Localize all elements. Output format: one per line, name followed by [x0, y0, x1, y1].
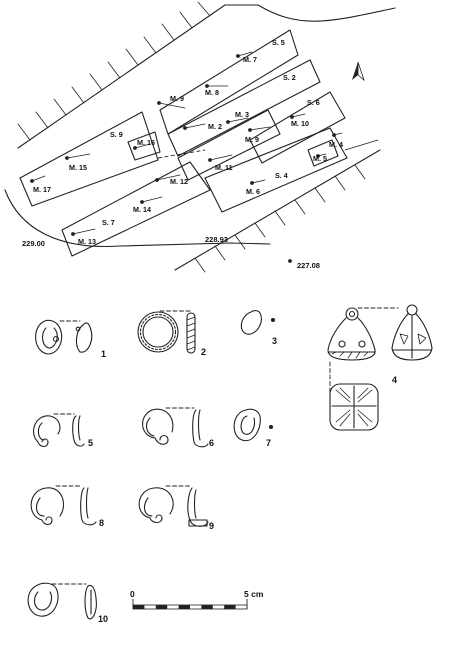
grave-label: M. 7	[243, 55, 257, 64]
object-label: 2	[201, 347, 206, 357]
object-label: 3	[272, 336, 277, 346]
object-label: 10	[98, 614, 108, 624]
object-5-wire-earring	[33, 413, 85, 448]
lower-boundary-ticks	[194, 164, 366, 273]
scale-start-label: 0	[130, 589, 135, 599]
grave-label: M. 12	[170, 177, 188, 186]
object-9-wire-earring	[138, 485, 209, 527]
grave-label: M. 13	[78, 237, 96, 246]
structures	[19, 29, 348, 257]
grave-markers	[30, 51, 343, 263]
grave-label: M. 6	[246, 187, 260, 196]
grave-label: M. 14	[133, 205, 151, 214]
objects: 1 2 3	[27, 304, 433, 624]
object-6-wire-earring	[142, 407, 209, 448]
object-label: 1	[101, 349, 106, 359]
grave-label: M. 11	[215, 163, 233, 172]
grave-label: M. 17	[33, 185, 51, 194]
object-label: 4	[392, 375, 397, 385]
structure-label: S. 4	[275, 171, 288, 180]
object-label: 5	[88, 438, 93, 448]
grave-label: M. 10	[291, 119, 309, 128]
object-label: 6	[209, 438, 214, 448]
elevation-label: 229.00	[22, 239, 45, 248]
grave-label: M. 5	[313, 154, 327, 163]
structure-label: S. 2	[283, 73, 296, 82]
structure-label: S. 5	[272, 38, 285, 47]
object-label: 8	[99, 518, 104, 528]
structure-label: S. 9	[110, 130, 123, 139]
upper-boundary-ticks	[17, 1, 211, 141]
elevation-label: 228.93	[205, 235, 228, 244]
grave-label: M. 15	[69, 163, 87, 172]
grave-label: M. 4	[329, 140, 343, 149]
grave-label: M. 9	[170, 94, 184, 103]
scale-bar	[132, 599, 248, 610]
grave-label: M. 2	[208, 122, 222, 131]
object-1-earring	[35, 319, 93, 355]
grave-label: M. 9	[245, 135, 259, 144]
object-label: 9	[209, 521, 214, 531]
grave-label: M. 8	[205, 88, 219, 97]
site-plan: S. 5 S. 2 S. 6 S. 9 S. 4 S. 7 M. 7 M. 8 …	[4, 1, 396, 273]
elevation-label: 227.08	[297, 261, 320, 270]
object-2-twisted-ring	[137, 310, 196, 354]
grave-label: M. 16	[137, 138, 155, 147]
north-arrow-icon	[352, 61, 365, 82]
grave-label: M. 3	[235, 110, 249, 119]
object-8-wire-earring	[30, 485, 97, 526]
object-label: 7	[266, 438, 271, 448]
object-10-ring	[27, 582, 97, 620]
object-4-bell-pendants	[327, 304, 433, 431]
object-7-oval-ring	[233, 408, 274, 442]
object-3-small-ring	[240, 310, 276, 335]
structure-label: S. 7	[102, 218, 115, 227]
scale-end-label: 5 cm	[244, 589, 264, 599]
structure-label: S. 6	[307, 98, 320, 107]
